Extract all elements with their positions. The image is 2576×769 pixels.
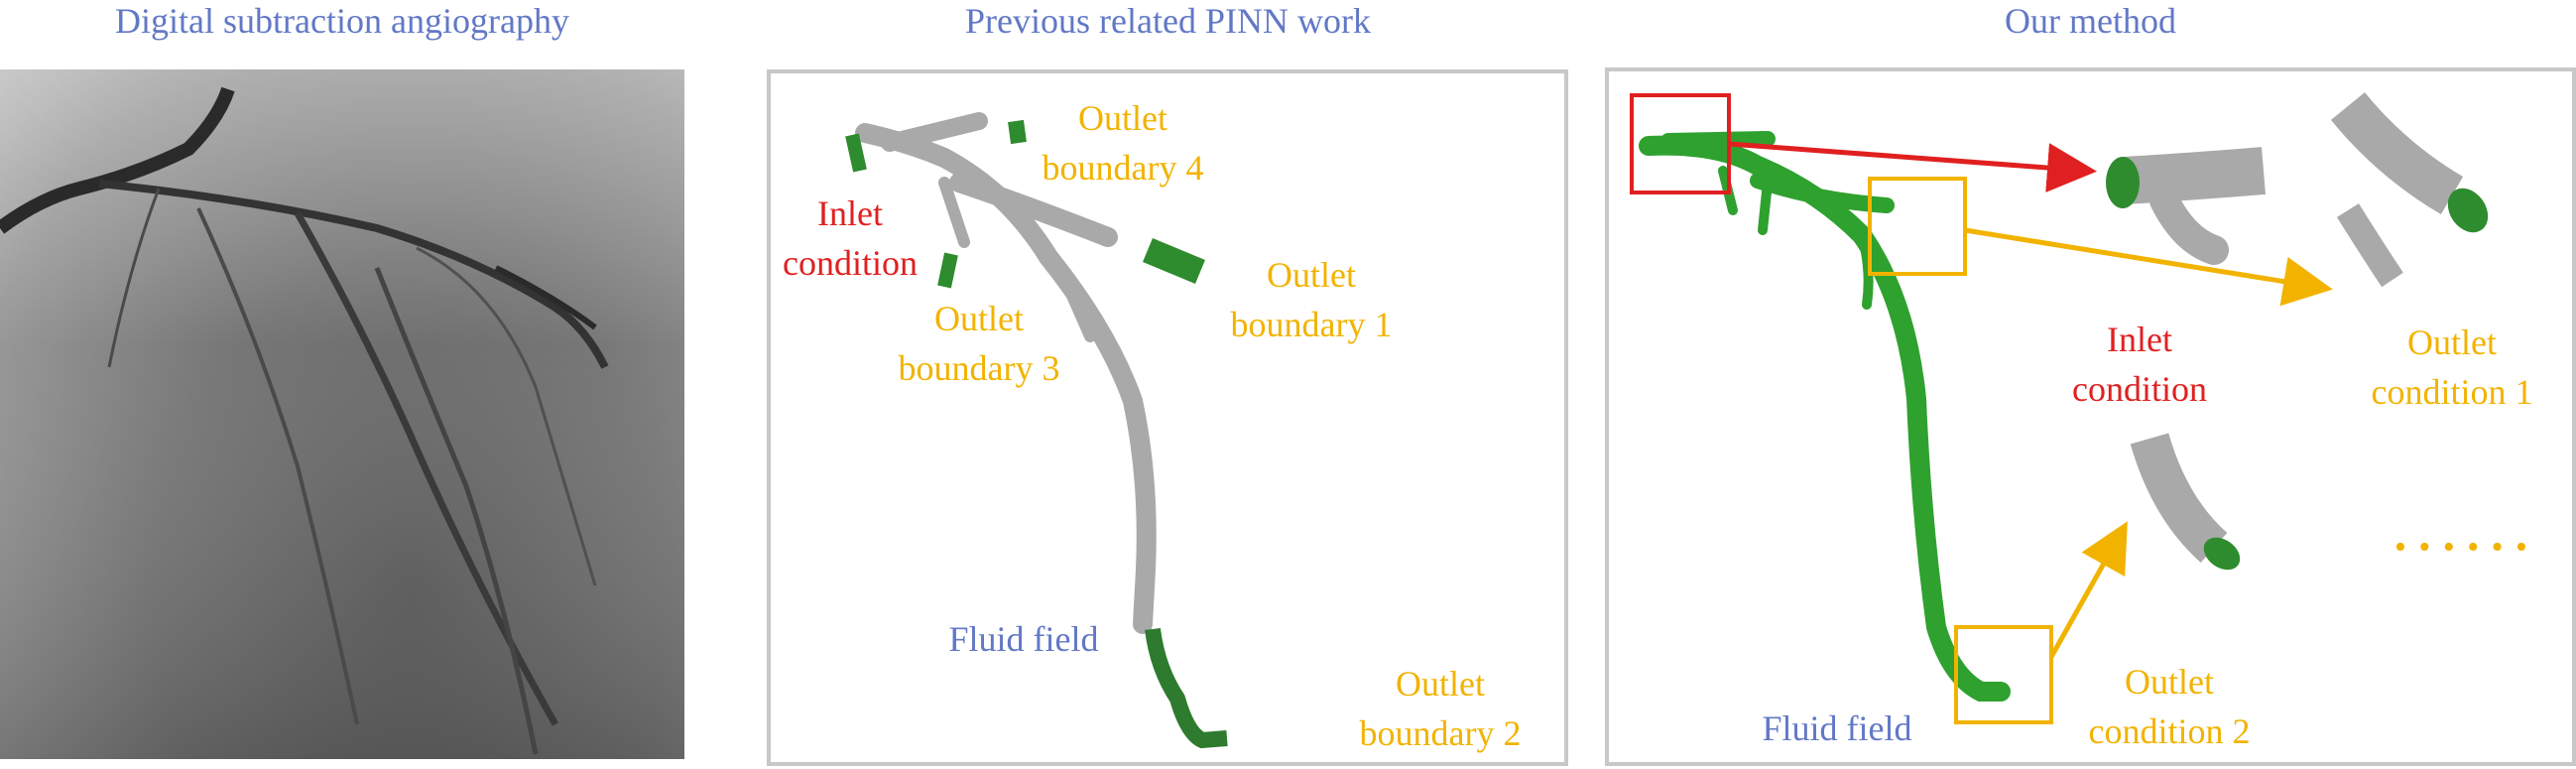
previous-outlet-boundary-2-label: Outlet boundary 2 [1359,664,1522,753]
previous-outlet-boundary-3-label: Outlet boundary 3 [898,299,1060,388]
previous-outlet-boundary-1-label: Outlet boundary 1 [1230,255,1393,344]
our-method-panel: Inlet condition Outlet condition 1 Fluid… [1605,67,2576,766]
panel-title-previous: Previous related PINN work [965,1,1371,41]
our-more-outlets-ellipsis: • • • • • • [2394,529,2529,566]
panel-title-ours: Our method [2005,1,2176,41]
our-inlet-condition-label: Inlet condition [2072,320,2207,409]
our-outlet-condition-2-label: Outlet condition 2 [2088,662,2251,751]
panel-title-angiography: Digital subtraction angiography [115,1,569,41]
angiography-image [0,69,684,759]
our-method-diagram [1630,91,2489,724]
our-outlet-condition-1-label: Outlet condition 1 [2371,322,2533,412]
previous-fluid-field-label: Fluid field [948,619,1099,659]
previous-inlet-condition-label: Inlet condition [783,193,918,283]
previous-vessel-diagram [845,112,1228,749]
previous-outlet-boundary-4-label: Outlet boundary 4 [1042,98,1204,188]
our-fluid-field-label: Fluid field [1762,708,1912,748]
angiography-vessels [0,69,684,759]
previous-work-panel: Outlet boundary 4 Inlet condition Outlet… [767,69,1568,766]
